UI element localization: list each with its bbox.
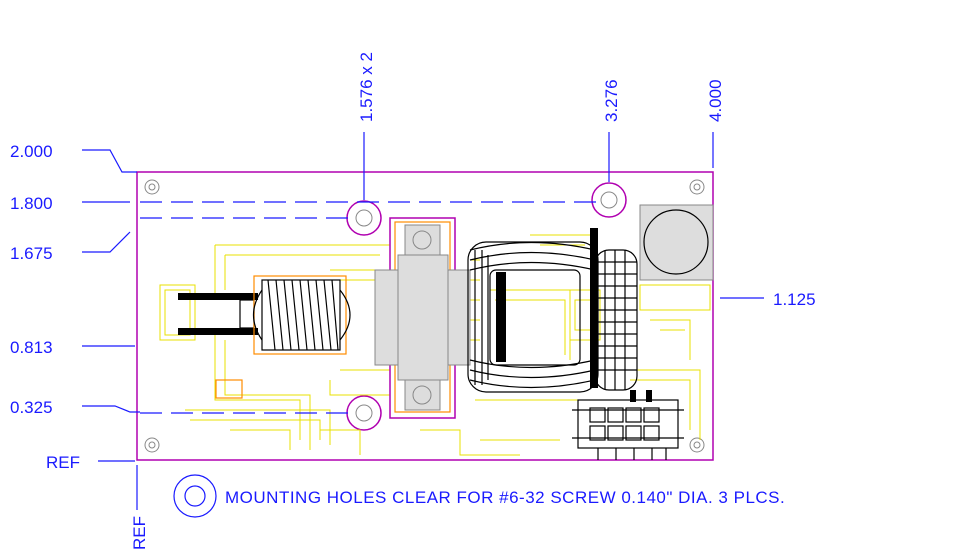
left-inductor xyxy=(252,275,351,355)
large-coil xyxy=(467,228,599,393)
hex-component xyxy=(639,204,714,281)
hole-symbol-icon xyxy=(173,474,217,518)
corner-holes xyxy=(144,179,705,453)
left-dimension-lines xyxy=(82,149,600,462)
center-component xyxy=(374,217,471,419)
dim-4000: 4.000 xyxy=(706,79,725,122)
bottom-connector xyxy=(572,390,684,460)
dim-0813: 0.813 xyxy=(10,338,53,357)
mounting-note: MOUNTING HOLES CLEAR FOR #6-32 SCREW 0.1… xyxy=(225,488,785,507)
dim-0325: 0.325 xyxy=(10,398,53,417)
dim-1125: 1.125 xyxy=(773,290,816,309)
board-outline xyxy=(136,171,714,461)
small-part xyxy=(215,379,243,399)
right-coil xyxy=(594,249,638,391)
dim-ref-bottom: REF xyxy=(130,516,149,550)
dim-ref-left: REF xyxy=(46,453,80,472)
other-dimension-lines xyxy=(136,132,764,510)
dim-1675: 1.675 xyxy=(10,244,53,263)
dim-1800: 1.800 xyxy=(10,194,53,213)
dim-2000: 2.000 xyxy=(10,142,53,161)
dim-1576x2: 1.576 x 2 xyxy=(357,52,376,122)
dim-3276: 3.276 xyxy=(602,79,621,122)
